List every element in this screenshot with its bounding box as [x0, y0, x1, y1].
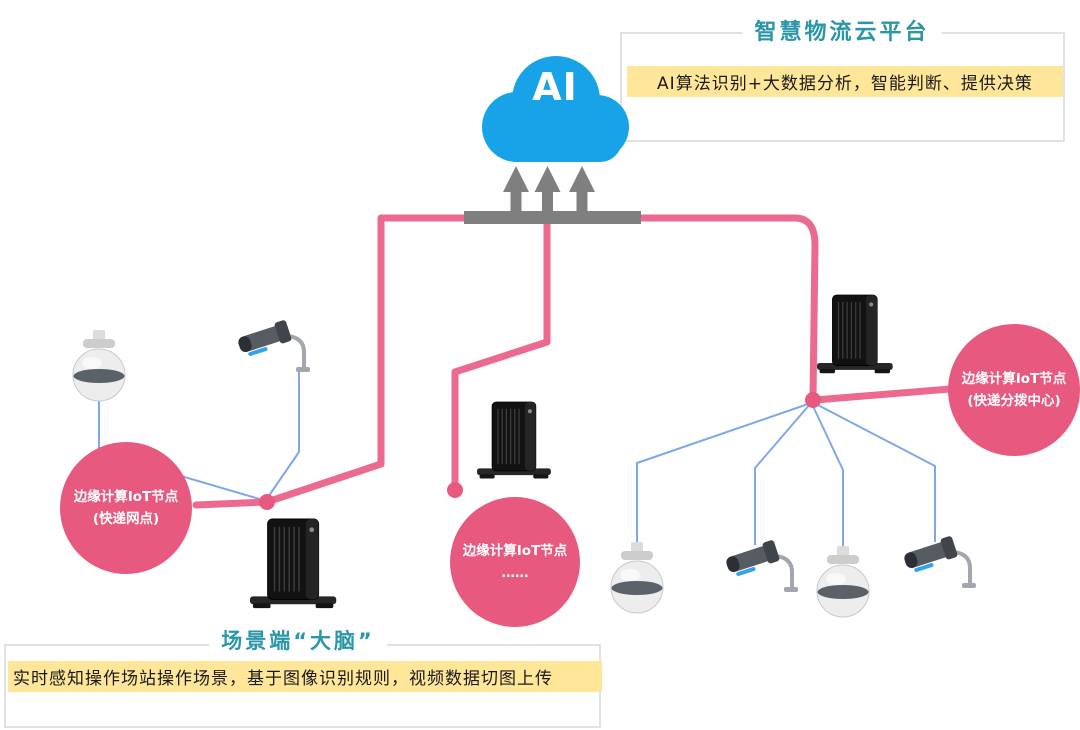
platform-description-banner: AI算法识别+大数据分析，智能判断、提供决策 — [627, 66, 1063, 97]
backbone-link-right-node — [811, 385, 954, 404]
bullet-camera-icon — [899, 533, 978, 590]
scene-title: 场景端“大脑” — [209, 626, 387, 656]
bullet-camera-icon — [233, 317, 312, 374]
edge-node-middle: 边缘计算IoT节点 …… — [450, 497, 580, 627]
edge-node-middle-line1: 边缘计算IoT节点 — [462, 542, 568, 559]
camera-link-right-dome1 — [636, 402, 812, 544]
cloud-ai-label: AI — [532, 65, 578, 109]
camera-link-left-bullet — [265, 372, 300, 501]
edge-computing-device-icon — [249, 518, 337, 609]
edge-node-right-line1: 边缘计算IoT节点 — [961, 370, 1067, 387]
backbone-links — [192, 214, 954, 509]
bullet-camera-icon — [721, 537, 800, 594]
edge-computing-device-icon — [816, 294, 894, 374]
camera-link-right-bullet1 — [754, 402, 812, 545]
scene-description-banner: 实时感知操作场站操作场景，基于图像识别规则，视频数据切图上传 — [8, 661, 602, 692]
hub-dot-left — [259, 494, 275, 510]
edge-node-right-line2: (快递分拨中心) — [967, 393, 1061, 409]
backbone-link-middle — [451, 220, 551, 493]
cloud-icon — [482, 56, 629, 162]
backbone-link-left — [263, 214, 470, 506]
camera-link-right-dome2 — [811, 403, 844, 548]
backbone-link-left-node — [192, 498, 271, 509]
edge-node-middle-line2: …… — [501, 565, 529, 581]
edge-node-left-line1: 边缘计算IoT节点 — [73, 488, 179, 505]
camera-link-right-bullet2 — [813, 402, 936, 542]
backbone-link-right — [637, 214, 819, 402]
hub-dot-right — [805, 392, 821, 408]
platform-title: 智慧物流云平台 — [742, 18, 942, 48]
dome-camera-icon — [816, 545, 870, 618]
dome-camera-icon — [610, 541, 664, 614]
dome-camera-icon — [72, 329, 126, 402]
edge-computing-device-icon — [476, 401, 552, 480]
edge-node-left: 边缘计算IoT节点 (快递网点) — [60, 442, 192, 574]
upload-arrows-icon — [464, 166, 641, 224]
hub-dot-middle — [447, 482, 463, 498]
edge-node-left-line2: (快递网点) — [92, 511, 160, 527]
edge-node-right: 边缘计算IoT节点 (快递分拨中心) — [948, 324, 1080, 456]
